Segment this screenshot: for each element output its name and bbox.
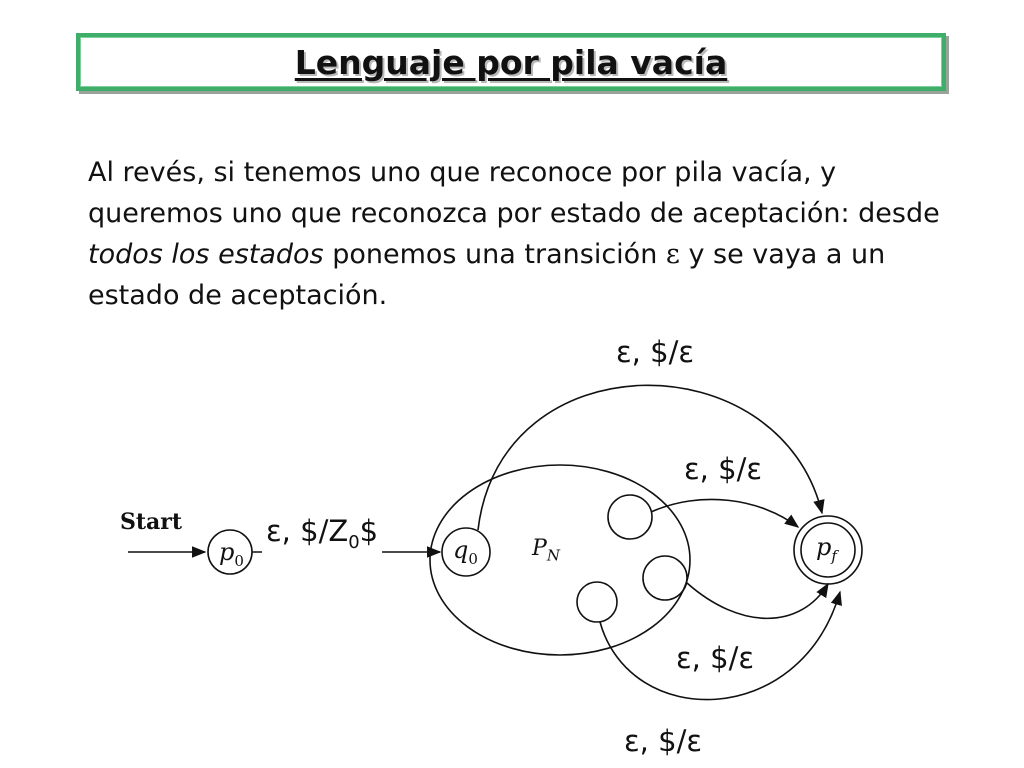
entry-label-prefix: ε, $/Z bbox=[266, 514, 349, 548]
state-q0-main: q bbox=[453, 536, 469, 564]
state-q0-circle bbox=[441, 527, 491, 577]
paragraph-part-3: y se vaya a un estado de aceptación. bbox=[88, 239, 886, 311]
transition-label-top: ε, $/ε bbox=[612, 335, 699, 369]
transition-label-entry: ε, $/Z0$ bbox=[262, 514, 383, 560]
transition-label-lower: ε, $/ε bbox=[672, 641, 759, 675]
state-pf-sub: f bbox=[831, 546, 837, 565]
inner-state-1 bbox=[607, 494, 653, 540]
slide-title: Lenguaje por pila vacía bbox=[294, 42, 728, 82]
transition-lower bbox=[686, 582, 829, 620]
inner-state-3 bbox=[576, 581, 618, 623]
inner-state-2 bbox=[642, 555, 688, 601]
state-p0-main: p bbox=[219, 538, 235, 566]
paragraph-emphasis: todos los estados bbox=[88, 239, 324, 270]
pn-region-ellipse bbox=[429, 464, 691, 656]
state-q0-sub: 0 bbox=[468, 549, 478, 568]
pn-main: P bbox=[532, 536, 547, 561]
transition-label-upper: ε, $/ε bbox=[680, 452, 767, 486]
state-p0-sub: 0 bbox=[234, 551, 244, 570]
state-q0-label: q0 bbox=[453, 538, 478, 567]
entry-label-suffix: $ bbox=[359, 514, 379, 548]
transition-top bbox=[477, 384, 825, 531]
start-label: Start bbox=[120, 509, 183, 535]
transition-upper bbox=[650, 498, 800, 528]
paragraph-part-1: Al revés, si tenemos uno que reconoce po… bbox=[88, 157, 940, 229]
entry-label-sub: 0 bbox=[348, 531, 360, 553]
state-pf-label: pf bbox=[816, 535, 837, 564]
transition-label-bottom: ε, $/ε bbox=[620, 724, 707, 758]
paragraph-epsilon: ε bbox=[665, 239, 680, 270]
pn-label: PN bbox=[532, 538, 560, 563]
state-pf-main: p bbox=[816, 533, 832, 561]
paragraph-part-2: ponemos una transición bbox=[323, 239, 666, 270]
title-box: Lenguaje por pila vacía bbox=[76, 33, 946, 91]
body-paragraph: Al revés, si tenemos uno que reconoce po… bbox=[88, 152, 968, 316]
transition-bottom bbox=[599, 590, 842, 701]
state-p0-label: p0 bbox=[219, 540, 244, 569]
state-pf-inner bbox=[800, 522, 856, 578]
pn-sub: N bbox=[546, 546, 560, 565]
